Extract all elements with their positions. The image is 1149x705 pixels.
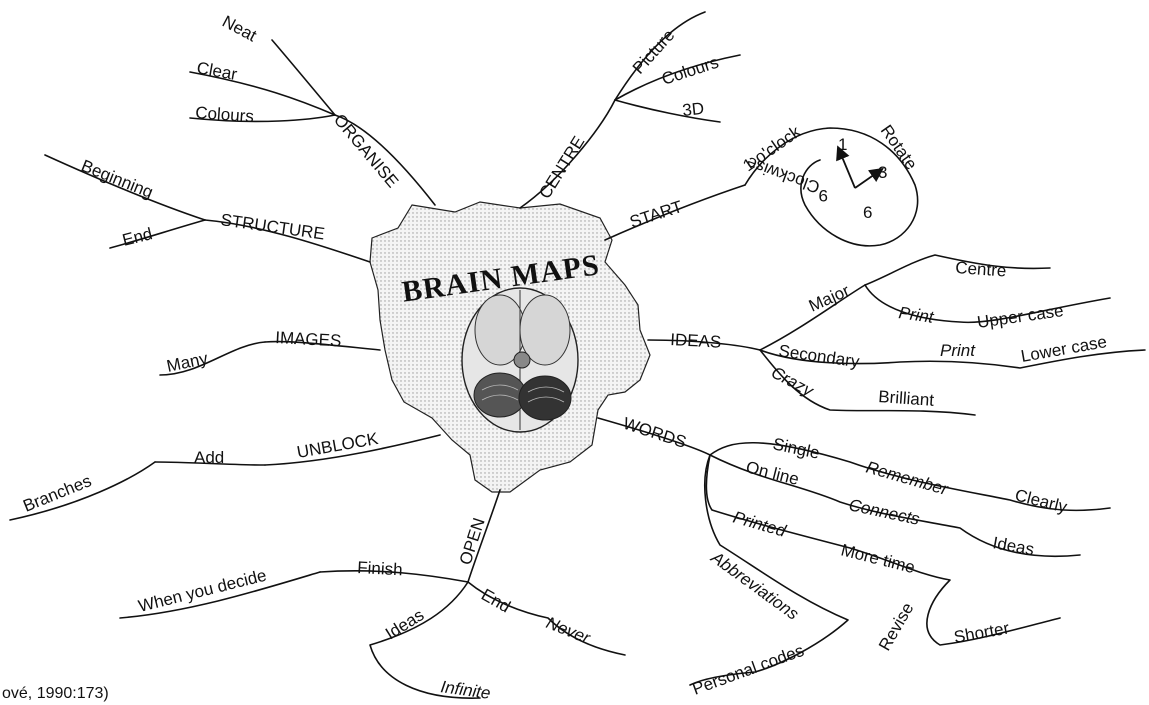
- label-infinite: Infinite: [439, 677, 491, 703]
- clock-9: 9: [819, 186, 828, 205]
- label-major: Major: [806, 281, 853, 316]
- label-centre-ideas: Centre: [955, 258, 1007, 281]
- label-finish: Finish: [357, 558, 403, 579]
- label-clearly: Clearly: [1013, 485, 1069, 516]
- label-ideas-words: Ideas: [991, 533, 1035, 559]
- label-structure: STRUCTURE: [219, 210, 325, 243]
- label-connects: Connects: [847, 495, 922, 529]
- label-neat: Neat: [219, 12, 260, 46]
- clock-diagram: 1 3 6 9: [819, 135, 888, 222]
- label-print-upper: Print: [897, 303, 936, 327]
- label-print-lower: Print: [940, 341, 976, 360]
- label-many: Many: [165, 349, 210, 376]
- label-more-time: More time: [839, 540, 917, 577]
- label-clear: Clear: [195, 58, 239, 84]
- label-start: START: [627, 197, 684, 232]
- source-caption: ové, 1990:173): [2, 685, 109, 702]
- label-ideas-open: Ideas: [382, 605, 427, 643]
- label-images: IMAGES: [275, 328, 342, 350]
- clock-1: 1: [838, 135, 847, 154]
- label-shorter: Shorter: [952, 618, 1011, 646]
- label-remember: Remember: [864, 458, 951, 500]
- label-colours-centre: Colours: [659, 53, 721, 89]
- label-organise: ORGANISE: [330, 110, 402, 191]
- clock-3: 3: [878, 163, 887, 182]
- brain-illustration: [462, 288, 578, 432]
- label-branches: Branches: [20, 471, 94, 516]
- label-end-structure: End: [120, 224, 154, 250]
- label-single: Single: [771, 434, 821, 462]
- label-never: Never: [544, 613, 594, 648]
- label-crazy: Crazy: [768, 363, 817, 401]
- label-printed: Printed: [731, 508, 789, 541]
- label-words: WORDS: [621, 414, 689, 452]
- label-ideas: IDEAS: [670, 330, 722, 352]
- clock-6: 6: [863, 203, 872, 222]
- label-3d: 3D: [681, 99, 705, 120]
- label-open: OPEN: [456, 516, 489, 568]
- label-personal-codes: Personal codes: [690, 641, 807, 699]
- label-abbreviations: Abbreviations: [707, 547, 803, 624]
- label-clockwise: Clockwise: [744, 153, 822, 197]
- label-centre: CENTRE: [535, 133, 588, 202]
- label-lower-case: Lower case: [1019, 332, 1108, 366]
- label-beginning: Beginning: [79, 156, 156, 202]
- label-revise: Revise: [875, 599, 917, 654]
- label-add: Add: [194, 448, 224, 467]
- label-end-open: End: [478, 585, 514, 617]
- label-on-line: On line: [744, 457, 801, 488]
- label-brilliant: Brilliant: [878, 387, 935, 410]
- label-colours-organise: Colours: [195, 103, 255, 126]
- label-secondary: Secondary: [777, 341, 861, 371]
- label-upper-case: Upper case: [976, 301, 1065, 332]
- label-when-you-decide: When you decide: [136, 566, 268, 616]
